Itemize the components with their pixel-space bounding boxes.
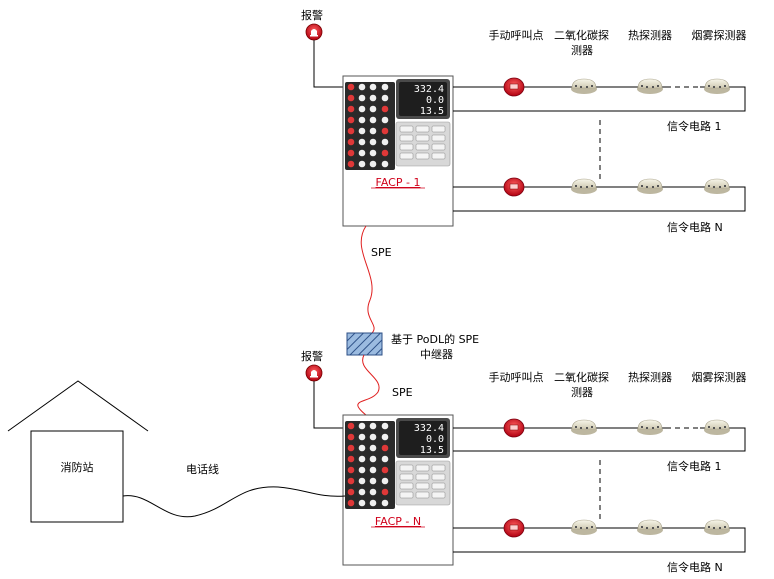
spe-link: SPE 基于 PoDL的 SPE 中继器 SPE	[346, 225, 479, 416]
device-label: 二氧化碳探	[554, 28, 609, 42]
led-matrix	[347, 83, 389, 168]
device-label: 热探测器	[628, 29, 672, 42]
device-label: 手动呼叫点	[489, 28, 544, 42]
circuit-label: 信令电路 1	[667, 459, 722, 473]
spe-label: SPE	[392, 386, 413, 399]
co2-detector-icon	[570, 178, 598, 195]
heat-detector-icon	[636, 178, 664, 195]
heat-detector-icon	[636, 78, 664, 95]
smoke-detector-icon	[703, 178, 731, 195]
station-building	[30, 430, 124, 523]
alarm-icon	[305, 364, 323, 382]
repeater-box	[346, 332, 383, 356]
svg-text:0.0: 0.0	[426, 434, 444, 445]
device-label: 烟雾探测器	[692, 370, 747, 384]
svg-text:332.4: 332.4	[414, 423, 444, 434]
manual-call-point-icon	[503, 418, 525, 438]
circuit-label: 信令电路 N	[667, 560, 723, 574]
smoke-detector-icon	[703, 519, 731, 536]
facp-panel: 332.4 0.0 13.5 FACP - 1	[342, 75, 454, 227]
device-label: 二氧化碳探	[554, 370, 609, 384]
device-label: 测器	[571, 44, 593, 57]
alarm-label: 报警	[301, 349, 323, 363]
svg-text:13.5: 13.5	[420, 445, 444, 456]
svg-text:13.5: 13.5	[420, 106, 444, 117]
keypad	[399, 125, 446, 160]
device-label: 烟雾探测器	[692, 28, 747, 42]
led-matrix	[347, 422, 389, 507]
bottom-section: 报警	[301, 349, 747, 574]
alarm-label: 报警	[301, 8, 323, 22]
device-label: 测器	[571, 386, 593, 399]
circuit-label: 信令电路 1	[667, 119, 722, 133]
top-section: 报警	[301, 8, 747, 234]
heat-detector-icon	[636, 519, 664, 536]
svg-text:332.4: 332.4	[414, 84, 444, 95]
repeater-label: 基于 PoDL的 SPE	[391, 332, 479, 346]
smoke-detector-icon	[703, 419, 731, 436]
co2-detector-icon	[570, 78, 598, 95]
manual-call-point-icon	[503, 77, 525, 97]
spe-label: SPE	[371, 246, 392, 259]
facp-label: FACP - N	[375, 515, 421, 528]
manual-call-point-icon	[503, 177, 525, 197]
phone-line	[122, 486, 346, 518]
keypad	[399, 464, 446, 499]
smoke-detector-icon	[703, 78, 731, 95]
facp-panel: 332.4 0.0 13.5 FACP - N	[342, 414, 454, 566]
heat-detector-icon	[636, 419, 664, 436]
alarm-icon	[305, 23, 323, 41]
facp-label: FACP - 1	[376, 176, 421, 189]
device-label: 热探测器	[628, 371, 672, 384]
device-label: 手动呼叫点	[489, 370, 544, 384]
svg-text:0.0: 0.0	[426, 95, 444, 106]
manual-call-point-icon	[503, 518, 525, 538]
lcd-display: 332.4 0.0 13.5	[414, 423, 444, 456]
lcd-display: 332.4 0.0 13.5	[414, 84, 444, 117]
station-label: 消防站	[61, 460, 94, 474]
fire-station: 消防站	[7, 380, 149, 523]
phone-line-label: 电话线	[186, 462, 219, 476]
roof-icon	[7, 380, 149, 432]
circuit-label: 信令电路 N	[667, 220, 723, 234]
repeater-label: 中继器	[420, 348, 453, 361]
co2-detector-icon	[570, 419, 598, 436]
co2-detector-icon	[570, 519, 598, 536]
